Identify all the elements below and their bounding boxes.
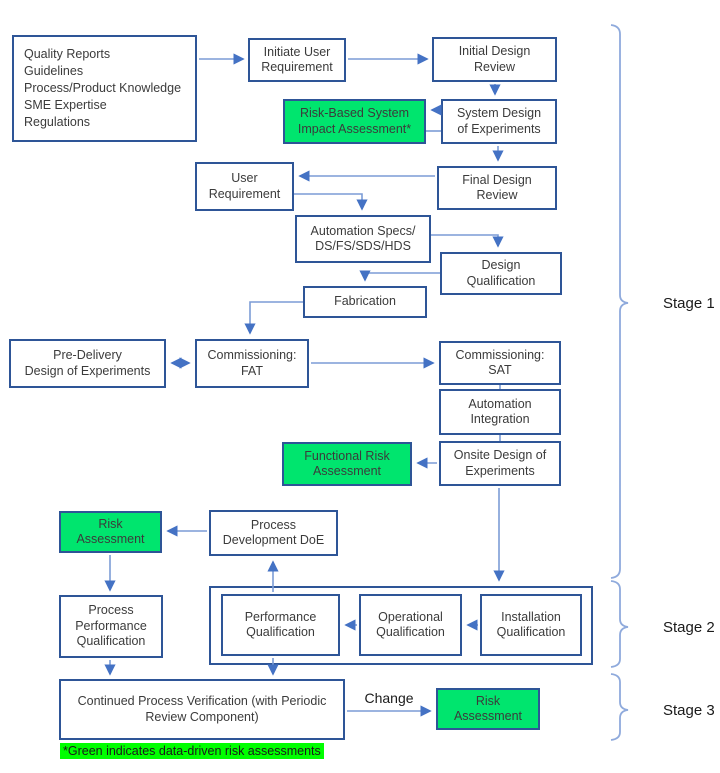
stage-3-label: Stage 3: [663, 702, 715, 719]
change-label: Change: [364, 690, 414, 706]
node-risk-assessment-mid: Risk Assessment: [59, 511, 162, 553]
node-initial-design-review: Initial Design Review: [432, 37, 557, 82]
arrow-design-qualification-to-fabrication: [359, 270, 440, 282]
arrow-fabrication-to-fat: [244, 301, 303, 335]
node-commissioning-sat: Commissioning: SAT: [439, 341, 561, 385]
node-onsite-design-of-experiments: Onsite Design of Experiments: [439, 441, 561, 486]
stage-1-label: Stage 1: [663, 295, 715, 312]
stage-2-label: Stage 2: [663, 619, 715, 636]
footnote-green-legend: *Green indicates data-driven risk assess…: [60, 743, 324, 759]
arrow-user-requirement-to-automation-specs: [294, 193, 368, 211]
node-automation-specs: Automation Specs/ DS/FS/SDS/HDS: [295, 215, 431, 263]
arrow-automation-specs-to-design-qualification: [431, 234, 504, 248]
node-performance-qualification: Performance Qualification: [221, 594, 340, 656]
node-risk-assessment-change: Risk Assessment: [436, 688, 540, 730]
node-fabrication: Fabrication: [303, 286, 427, 318]
node-process-performance-qualification: Process Performance Qualification: [59, 595, 163, 658]
stage-1-brace: [610, 24, 629, 579]
stage-2-brace: [610, 580, 629, 668]
node-process-development-doe: Process Development DoE: [209, 510, 338, 556]
node-system-design-of-experiments: System Design of Experiments: [441, 99, 557, 144]
node-final-design-review: Final Design Review: [437, 166, 557, 210]
node-functional-risk-assessment: Functional Risk Assessment: [282, 442, 412, 486]
node-installation-qualification: Installation Qualification: [480, 594, 582, 656]
node-commissioning-fat: Commissioning: FAT: [195, 339, 309, 388]
node-risk-based-system-impact-assessment: Risk-Based System Impact Assessment*: [283, 99, 426, 144]
node-user-requirement: User Requirement: [195, 162, 294, 211]
stage-3-brace: [610, 673, 629, 741]
node-continued-process-verification: Continued Process Verification (with Per…: [59, 679, 345, 740]
node-design-qualification: Design Qualification: [440, 252, 562, 295]
node-operational-qualification: Operational Qualification: [359, 594, 462, 656]
node-quality-inputs: Quality Reports Guidelines Process/Produ…: [12, 35, 197, 142]
node-automation-integration: Automation Integration: [439, 389, 561, 435]
node-initiate-user-requirement: Initiate User Requirement: [248, 38, 346, 82]
node-pre-delivery-design-of-experiments: Pre-Delivery Design of Experiments: [9, 339, 166, 388]
